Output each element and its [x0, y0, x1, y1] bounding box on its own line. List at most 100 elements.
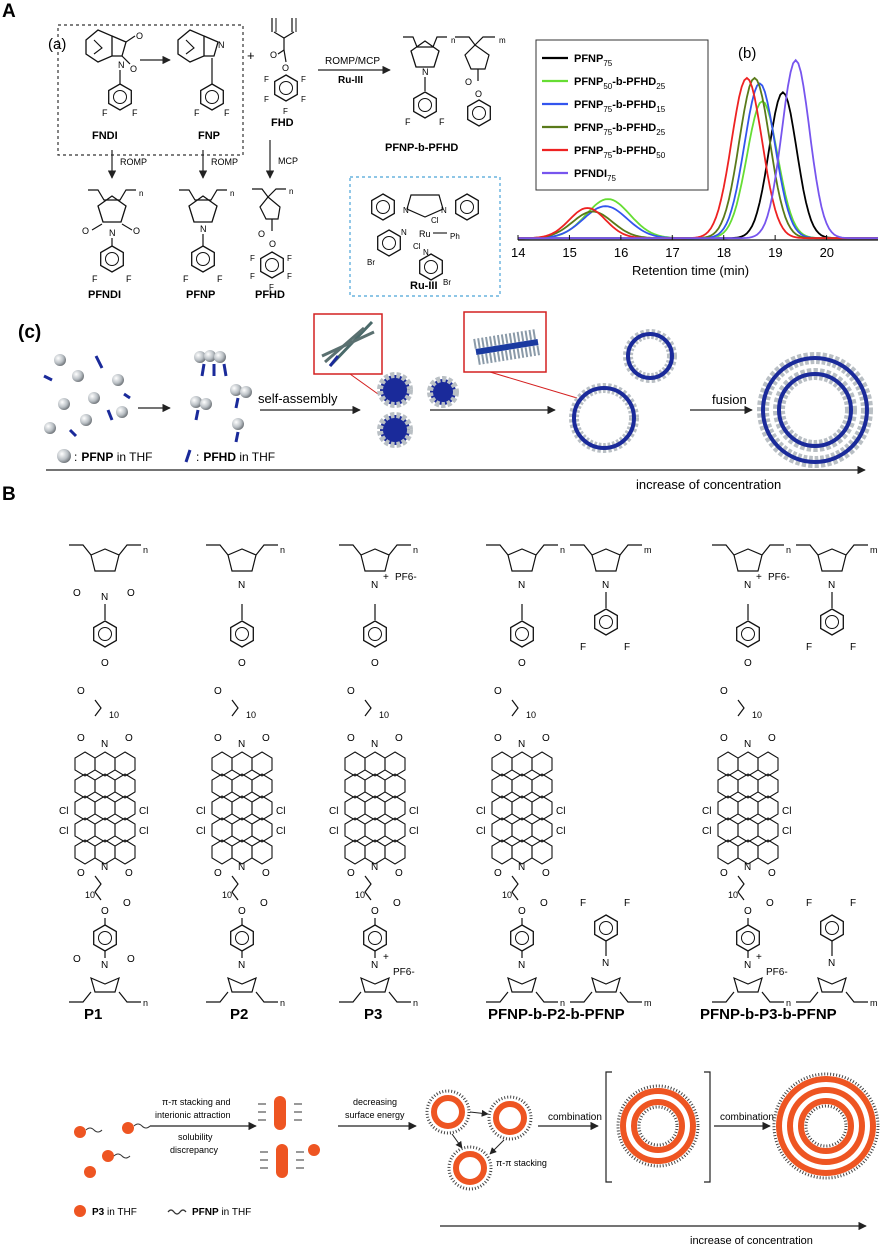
label-romp-mcp: ROMP/MCP [325, 56, 380, 67]
svg-text:10: 10 [728, 890, 738, 900]
svg-text:O: O [744, 906, 752, 917]
legend-pfhd-rod-icon [184, 449, 192, 463]
svg-text:O: O [494, 733, 502, 744]
legend-label-5: PFNDI75 [574, 168, 616, 183]
svg-text:Cl: Cl [59, 826, 68, 837]
svg-text:F: F [183, 274, 189, 284]
svg-text:10: 10 [109, 710, 119, 720]
label-pfnp: PFNP [186, 289, 215, 301]
step1-bottom-line1: solubility [178, 1132, 213, 1142]
series-line-5 [518, 58, 878, 240]
svg-text:n: n [280, 545, 285, 555]
svg-text:F: F [405, 117, 411, 127]
legend-label-2: PFNP75-b-PFHD15 [574, 99, 666, 114]
x-tick-label-4: 18 [717, 245, 731, 260]
svg-text:Ru: Ru [419, 229, 431, 239]
svg-text:O: O [73, 954, 81, 965]
legend-pfnp: :PFNP in THF [74, 450, 152, 464]
svg-text:n: n [413, 545, 418, 555]
svg-text:O: O [73, 588, 81, 599]
svg-text:N: N [403, 206, 409, 215]
svg-text:10: 10 [85, 890, 95, 900]
svg-text:Cl: Cl [196, 806, 205, 817]
svg-text:O: O [744, 658, 752, 669]
bracket-left [605, 1071, 612, 1183]
svg-text:Cl: Cl [59, 806, 68, 817]
svg-text:n: n [143, 545, 148, 555]
molecule-fndi: O O N F F [85, 29, 143, 118]
svg-text:N: N [602, 958, 609, 969]
svg-text:O: O [371, 906, 379, 917]
svg-text:Cl: Cl [329, 826, 338, 837]
svg-text:F: F [580, 898, 586, 909]
legend-label-3: PFNP75-b-PFHD25 [574, 122, 666, 137]
svg-text:PF6-: PF6- [393, 967, 415, 978]
legend-p3-dot-icon [74, 1205, 86, 1217]
svg-text:O: O [768, 733, 776, 744]
svg-text:O: O [127, 588, 135, 599]
svg-text:F: F [624, 642, 630, 653]
svg-text:O: O [465, 77, 472, 87]
svg-text:F: F [102, 108, 108, 118]
legend-pfnp-wave-icon [167, 1209, 187, 1215]
svg-text:Cl: Cl [782, 806, 791, 817]
svg-text:F: F [806, 898, 812, 909]
svg-text:O: O [371, 658, 379, 669]
svg-text:n: n [413, 998, 418, 1008]
svg-text:F: F [580, 642, 586, 653]
svg-text:n: n [451, 36, 455, 45]
label-romp-1: ROMP [120, 157, 147, 167]
svg-text:F: F [126, 274, 132, 284]
svg-text:N: N [101, 960, 108, 971]
svg-text:Cl: Cl [476, 826, 485, 837]
svg-text:O: O [347, 686, 355, 697]
svg-text:O: O [270, 50, 277, 60]
label-combination-1: combination [548, 1112, 602, 1123]
paired-chains [190, 350, 252, 443]
svg-text:Cl: Cl [409, 806, 418, 817]
svg-text:N: N [101, 862, 108, 873]
legend-pfnp-d: PFNP in THF [192, 1207, 251, 1218]
svg-text:10: 10 [379, 710, 389, 720]
svg-text:F: F [224, 108, 230, 118]
svg-text:n: n [786, 545, 791, 555]
svg-text:N: N [828, 580, 835, 591]
svg-text:O: O [347, 733, 355, 744]
panel-label-B: B [2, 484, 16, 505]
svg-text:O: O [77, 686, 85, 697]
svg-text:O: O [395, 868, 403, 879]
svg-text:O: O [136, 31, 143, 41]
svg-text:+: + [383, 572, 389, 583]
svg-text:O: O [214, 733, 222, 744]
svg-text:n: n [560, 998, 565, 1008]
plus-sign: + [247, 48, 255, 63]
svg-text:10: 10 [246, 710, 256, 720]
svg-text:N: N [744, 580, 751, 591]
svg-text:N: N [371, 960, 378, 971]
svg-text:O: O [258, 229, 265, 239]
svg-text:PF6-: PF6- [766, 967, 788, 978]
svg-text:O: O [282, 63, 289, 73]
label-pi-stacking: π-π stacking [496, 1158, 547, 1168]
svg-text:O: O [518, 906, 526, 917]
svg-text:Ph: Ph [450, 232, 460, 241]
svg-text:Cl: Cl [431, 216, 439, 225]
svg-text:N: N [371, 739, 378, 750]
svg-text:O: O [125, 868, 133, 879]
svg-text:N: N [238, 739, 245, 750]
stacked-p3 [258, 1096, 320, 1178]
label-combination-2: combination [720, 1112, 774, 1123]
svg-text:m: m [870, 998, 878, 1008]
molecule-pfnp: N F F n [179, 189, 234, 284]
svg-text:N: N [422, 67, 429, 77]
chart-legend [535, 39, 709, 191]
svg-text:Cl: Cl [782, 826, 791, 837]
svg-text:F: F [264, 75, 269, 84]
molecule-ru-iii: N N Ru Cl Cl Ph N Br N Br [367, 193, 479, 287]
